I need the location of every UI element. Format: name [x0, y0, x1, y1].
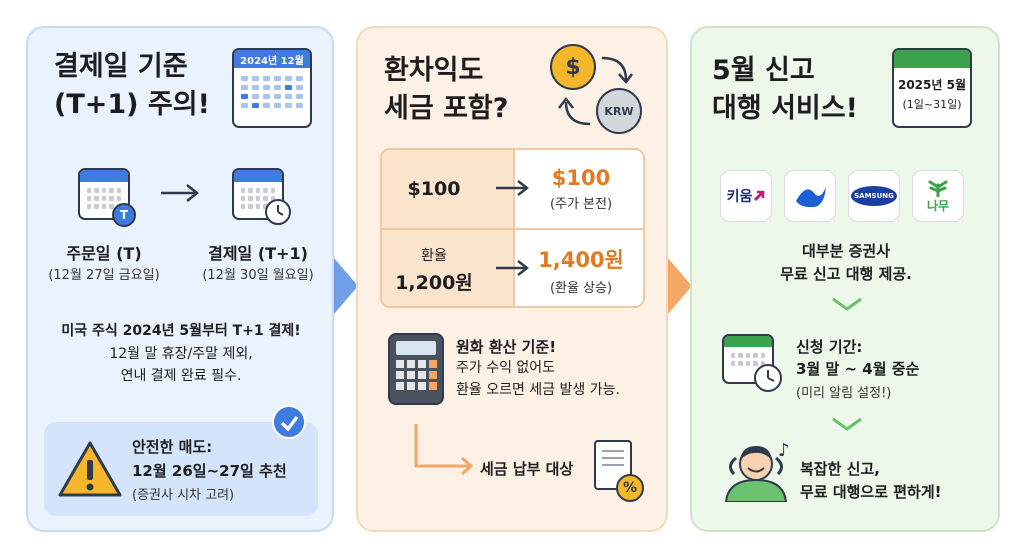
row2-right-sub: (환율 상승) [549, 281, 613, 296]
safe-sell-note: (증권사 시차 고려) [132, 488, 235, 503]
krw-symbol: KRW [604, 104, 634, 118]
calc-line2: 주가 수익 없어도 [456, 360, 556, 376]
final-line1: 복잡한 신고, [800, 460, 880, 478]
settle-date: (12월 30일 월요일) [202, 268, 314, 283]
percent-symbol: % [622, 480, 638, 496]
broker-wave-logo [784, 170, 836, 222]
row2-right-value: 1,400원 [538, 248, 624, 272]
clock-icon [265, 199, 291, 225]
wave-icon [796, 187, 826, 208]
row2-left: 환율 1,200원 [382, 230, 486, 306]
namu-logo-text: 나무 [926, 198, 950, 213]
calc-title: 원화 환산 기준! [456, 338, 557, 356]
settle-label: 결제일 (T+1) [208, 244, 308, 263]
samsung-logo: SAMSUNG [848, 170, 900, 222]
final-line2: 무료 대행으로 편하게! [800, 483, 942, 501]
row1-arrow-icon [496, 180, 530, 196]
apply-clock-icon [754, 364, 782, 392]
apply-period: 3월 말 ~ 4월 중순 [796, 360, 920, 378]
check-icon [272, 405, 306, 439]
relaxed-person-icon [724, 446, 788, 502]
exchange-table: $100 환율 1,200원 $100 (주가 본전) 1,400원 (환율 상… [380, 148, 645, 308]
safe-sell-title: 안전한 매도: [132, 438, 213, 456]
kiwoom-logo-text: 키움 [726, 189, 753, 205]
arrow-right-icon [161, 184, 200, 202]
broker-line1: 대부분 증권사 [801, 242, 891, 260]
exchange-arrow-back-icon [558, 96, 591, 126]
row1-right-sub: (주가 본전) [549, 197, 613, 212]
may-calendar-line2: (1일~31일) [902, 98, 962, 112]
kiwoom-logo: 키움 [720, 170, 772, 222]
warning-icon [58, 441, 122, 497]
chevron-down-icon-2 [832, 417, 862, 431]
row1-right-value: $100 [551, 166, 611, 190]
krw-coin-icon: KRW [596, 88, 642, 134]
calendar-icon: 2024년 12월 [232, 48, 312, 128]
dollar-coin-icon: $ [550, 44, 596, 90]
exchange-arrow-icon [601, 56, 633, 84]
samsung-logo-text: SAMSUNG [854, 192, 894, 200]
panel3-title-line1: 5월 신고 [712, 55, 815, 86]
panel2-title-line2: 세금 포함? [384, 93, 509, 124]
calendar-header: 2024년 12월 [240, 55, 304, 67]
panel2-title-line1: 환차익도 [384, 55, 484, 86]
may-calendar-icon: 2025년 5월 (1일~31일) [892, 48, 972, 128]
dollar-symbol: $ [565, 54, 581, 80]
chevron-down-icon [832, 297, 862, 311]
panel1-title-line2: (T+1) 주의! [54, 89, 210, 120]
tree-icon [928, 180, 948, 197]
t1-note-line2: 12월 말 휴장/주말 제외, [109, 346, 253, 362]
down-right-arrow-icon [414, 424, 474, 476]
t-badge-label: T [119, 208, 129, 222]
calculator-icon [388, 333, 444, 405]
broker-line2: 무료 신고 대행 제공. [780, 265, 912, 283]
order-date: (12월 27일 금요일) [48, 268, 160, 283]
music-note-icon: ♪ [778, 440, 790, 461]
namu-logo: 나무 [912, 170, 964, 222]
tax-label: 세금 납부 대상 [480, 460, 574, 478]
flow-arrow-2 [668, 258, 692, 314]
row1-right: $100 (주가 본전) [515, 150, 643, 228]
percent-icon: % [616, 474, 644, 502]
panel1-title-line1: 결제일 기준 [54, 51, 188, 82]
may-calendar-line1: 2025년 5월 [897, 78, 966, 93]
row2-right: 1,400원 (환율 상승) [515, 230, 643, 306]
t1-note-line3: 연내 결제 완료 필수. [120, 368, 242, 384]
panel3-title-line2: 대행 서비스! [712, 93, 858, 124]
row2-arrow-icon [496, 260, 530, 276]
order-label: 주문일 (T) [66, 244, 142, 263]
t1-note-bold: 미국 주식 2024년 5월부터 T+1 결제! [61, 323, 301, 339]
apply-title: 신청 기간: [796, 338, 863, 356]
safe-sell-date: 12월 26일~27일 추천 [132, 462, 287, 480]
kiwoom-arrow-icon [754, 190, 765, 202]
calc-line3: 환율 오르면 세금 발생 가능. [456, 382, 620, 398]
row2-left-line1: 환율 [421, 248, 447, 264]
t-badge-icon: T [112, 203, 136, 227]
apply-note: (미리 알림 설정!) [796, 386, 892, 401]
row2-left-line2: 1,200원 [395, 272, 473, 294]
row1-left: $100 [407, 178, 461, 200]
flow-arrow-1 [334, 258, 358, 314]
